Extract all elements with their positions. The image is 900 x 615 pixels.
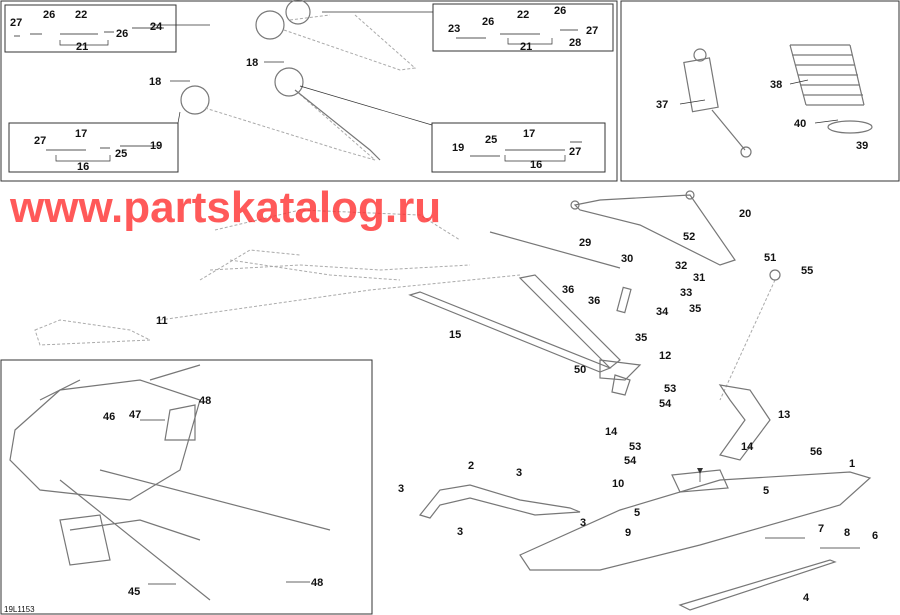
callout[interactable]: 21 (520, 41, 532, 53)
callout[interactable]: 14 (605, 426, 618, 438)
callout[interactable]: 27 (569, 146, 581, 158)
watermark: www.partskatalog.ru (9, 183, 441, 232)
detail-box-bottom-right (431, 122, 606, 173)
callout[interactable]: 25 (115, 148, 127, 160)
callout[interactable]: 3 (457, 526, 463, 538)
callout[interactable]: 17 (523, 128, 535, 140)
callout[interactable]: 35 (635, 332, 647, 344)
callout[interactable]: 31 (693, 272, 705, 284)
callout[interactable]: 32 (675, 260, 687, 272)
callout[interactable]: 3 (516, 467, 522, 479)
callout[interactable]: 51 (764, 252, 776, 264)
callout[interactable]: 18 (246, 57, 258, 69)
shock-detail-frame (620, 0, 900, 182)
callout[interactable]: 1 (849, 458, 855, 470)
callout[interactable]: 34 (656, 306, 669, 318)
callout[interactable]: 46 (103, 411, 115, 423)
callout[interactable]: 47 (129, 409, 141, 421)
callout[interactable]: 26 (482, 16, 494, 28)
callout[interactable]: 48 (311, 577, 323, 589)
detail-box-bottom-left (8, 122, 179, 173)
upper-a-arm-detail-frame (0, 0, 618, 182)
callout[interactable]: 17 (75, 128, 87, 140)
callout[interactable]: 33 (680, 287, 692, 299)
callout[interactable]: 11 (156, 315, 168, 327)
upper-a-arm-drawing (14, 0, 582, 162)
callout[interactable]: 39 (856, 140, 868, 152)
callout[interactable]: 27 (34, 135, 46, 147)
callout[interactable]: 9 (625, 527, 631, 539)
callout[interactable]: 8 (844, 527, 850, 539)
callout[interactable]: 35 (689, 303, 701, 315)
callout[interactable]: 55 (801, 265, 813, 277)
callout[interactable]: 13 (778, 409, 790, 421)
callout[interactable]: 20 (739, 208, 751, 220)
callout[interactable]: 19 (150, 140, 162, 152)
detail-box-top-left (4, 4, 177, 53)
callout[interactable]: 15 (449, 329, 461, 341)
callout[interactable]: 7 (818, 523, 824, 535)
callout[interactable]: 28 (569, 37, 581, 49)
callout[interactable]: 52 (683, 231, 695, 243)
callout[interactable]: 2 (468, 460, 474, 472)
callout[interactable]: 16 (77, 161, 89, 173)
callout[interactable]: 3 (580, 517, 586, 529)
callout[interactable]: 12 (659, 350, 671, 362)
callout[interactable]: 27 (10, 17, 22, 29)
callout[interactable]: 27 (586, 25, 598, 37)
callout[interactable]: 54 (659, 398, 672, 410)
callout[interactable]: 21 (76, 41, 88, 53)
callout[interactable]: 25 (485, 134, 497, 146)
detail-box-top-right (432, 3, 614, 52)
callout[interactable]: 14 (741, 441, 754, 453)
callout[interactable]: 5 (763, 485, 769, 497)
callout[interactable]: 45 (128, 586, 140, 598)
callout[interactable]: 53 (629, 441, 641, 453)
callout[interactable]: 22 (75, 9, 87, 21)
callout[interactable]: 6 (872, 530, 878, 542)
callout[interactable]: 10 (612, 478, 624, 490)
callout[interactable]: 5 (634, 507, 640, 519)
callout[interactable]: 50 (574, 364, 586, 376)
callout[interactable]: 26 (554, 5, 566, 17)
callout[interactable]: 24 (150, 21, 163, 33)
callout[interactable]: 30 (621, 253, 633, 265)
chassis-inset-frame (0, 359, 373, 615)
callout[interactable]: 26 (116, 28, 128, 40)
callout[interactable]: 56 (810, 446, 822, 458)
callout[interactable]: 36 (588, 295, 600, 307)
callout[interactable]: 29 (579, 237, 591, 249)
callout[interactable]: 37 (656, 99, 668, 111)
callout[interactable]: 16 (530, 159, 542, 171)
shock-spring-drawing (679, 44, 873, 158)
callout[interactable]: 48 (199, 395, 211, 407)
callout[interactable]: 3 (398, 483, 404, 495)
callout[interactable]: 22 (517, 9, 529, 21)
callout[interactable]: 40 (794, 118, 806, 130)
callout[interactable]: 26 (43, 9, 55, 21)
callout[interactable]: 53 (664, 383, 676, 395)
callout[interactable]: 4 (803, 592, 810, 604)
callout[interactable]: 38 (770, 79, 782, 91)
chassis-inset-drawing (9, 364, 331, 601)
drawing-code: 19L1153 (4, 605, 35, 614)
callout[interactable]: 19 (452, 142, 464, 154)
front-suspension-ski-drawing (34, 190, 872, 611)
callout[interactable]: 54 (624, 455, 637, 467)
callout[interactable]: 18 (149, 76, 161, 88)
callout[interactable]: 23 (448, 23, 460, 35)
callout[interactable]: 36 (562, 284, 574, 296)
